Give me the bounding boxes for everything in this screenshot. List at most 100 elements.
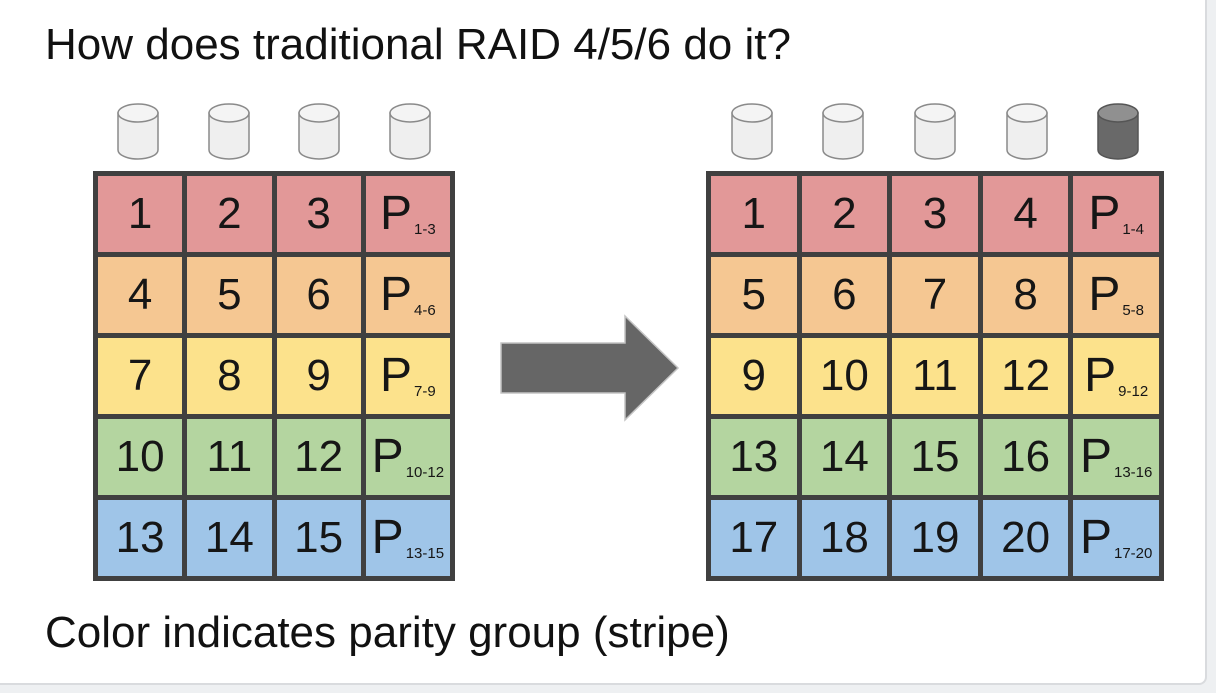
data-block-cell: 14: [801, 419, 888, 495]
data-block-cell: 3: [892, 176, 978, 252]
data-block-cell: 13: [98, 500, 183, 576]
parity-label: P: [1084, 349, 1117, 402]
data-block-cell: 11: [892, 338, 978, 414]
data-block-cell: 4: [98, 257, 183, 333]
parity-disk-icon: [1097, 103, 1139, 160]
parity-label: P: [1088, 268, 1121, 321]
data-block-cell: 2: [801, 176, 888, 252]
data-block-cell: 1: [711, 176, 797, 252]
block-number: 1: [741, 189, 767, 238]
disk-icon: [389, 103, 431, 160]
block-number: 10: [115, 432, 165, 481]
data-block-cell: 8: [187, 338, 272, 414]
data-block-cell: 10: [801, 338, 888, 414]
data-block-cell: 20: [982, 500, 1069, 576]
data-block-cell: 5: [187, 257, 272, 333]
block-number: 2: [832, 189, 857, 238]
data-block-cell: 12: [276, 419, 361, 495]
block-number: 15: [294, 513, 344, 562]
parity-range-subscript: 13-15: [405, 544, 445, 562]
block-number: 9: [306, 351, 331, 400]
block-number: 5: [217, 270, 242, 319]
block-number: 11: [206, 432, 253, 481]
data-block-cell: 10: [98, 419, 183, 495]
data-block-cell: 9: [711, 338, 797, 414]
data-block-cell: 15: [892, 419, 978, 495]
data-block-cell: 19: [892, 500, 978, 576]
parity-label: P: [380, 187, 413, 240]
block-number: 9: [741, 351, 767, 400]
data-block-cell: 5: [711, 257, 797, 333]
data-block-cell: 11: [187, 419, 272, 495]
block-number: 17: [729, 513, 779, 562]
data-block-cell: 14: [187, 500, 272, 576]
disk-icon: [117, 103, 159, 160]
parity-label: P: [371, 511, 404, 564]
data-block-cell: 8: [982, 257, 1069, 333]
right-disk-row: [706, 103, 1164, 161]
block-number: 10: [819, 351, 869, 400]
disk-icon: [822, 103, 865, 160]
parity-range-subscript: 17-20: [1114, 544, 1153, 562]
block-number: 5: [741, 270, 767, 319]
data-block-cell: 7: [892, 257, 978, 333]
block-number: 8: [1013, 270, 1038, 319]
block-number: 18: [819, 513, 869, 562]
block-number: 13: [115, 513, 165, 562]
parity-label: P: [1088, 187, 1121, 240]
data-block-cell: 12: [982, 338, 1069, 414]
data-block-cell: 9: [276, 338, 361, 414]
data-block-cell: 2: [187, 176, 272, 252]
data-block-cell: 17: [711, 500, 797, 576]
data-block-cell: 3: [276, 176, 361, 252]
parity-range-subscript: 5-8: [1122, 301, 1145, 319]
parity-label: P: [1079, 511, 1112, 564]
slide-caption: Color indicates parity group (stripe): [45, 608, 730, 657]
right-arrow-icon: [500, 314, 680, 422]
data-block-cell: 6: [276, 257, 361, 333]
block-number: 1: [127, 189, 153, 238]
block-number: 20: [1001, 513, 1051, 562]
data-block-cell: 18: [801, 500, 888, 576]
parity-range-subscript: 13-16: [1114, 463, 1153, 481]
parity-label: P: [380, 268, 413, 321]
disk-icon: [914, 103, 956, 160]
data-block-cell: 4: [982, 176, 1069, 252]
block-number: 7: [127, 351, 153, 400]
data-block-cell: 16: [982, 419, 1069, 495]
block-number: 13: [729, 432, 779, 481]
block-number: 8: [217, 351, 242, 400]
block-number: 3: [306, 189, 331, 238]
parity-range-subscript: 4-6: [414, 301, 436, 319]
parity-range-subscript: 9-12: [1118, 382, 1149, 400]
disk-icon: [1005, 103, 1048, 160]
block-number: 14: [819, 432, 869, 481]
parity-label: P: [380, 349, 413, 402]
block-number: 6: [306, 270, 331, 319]
parity-label: P: [371, 430, 404, 483]
block-number: 4: [1013, 189, 1038, 238]
block-number: 3: [922, 189, 948, 238]
block-number: 12: [294, 432, 344, 481]
disk-icon: [731, 103, 773, 160]
data-block-cell: 13: [711, 419, 797, 495]
parity-label: P: [1079, 430, 1112, 483]
block-number: 6: [832, 270, 857, 319]
block-number: 11: [912, 351, 958, 400]
parity-range-subscript: 10-12: [405, 463, 445, 481]
data-block-cell: 15: [276, 500, 361, 576]
block-number: 12: [1001, 351, 1051, 400]
